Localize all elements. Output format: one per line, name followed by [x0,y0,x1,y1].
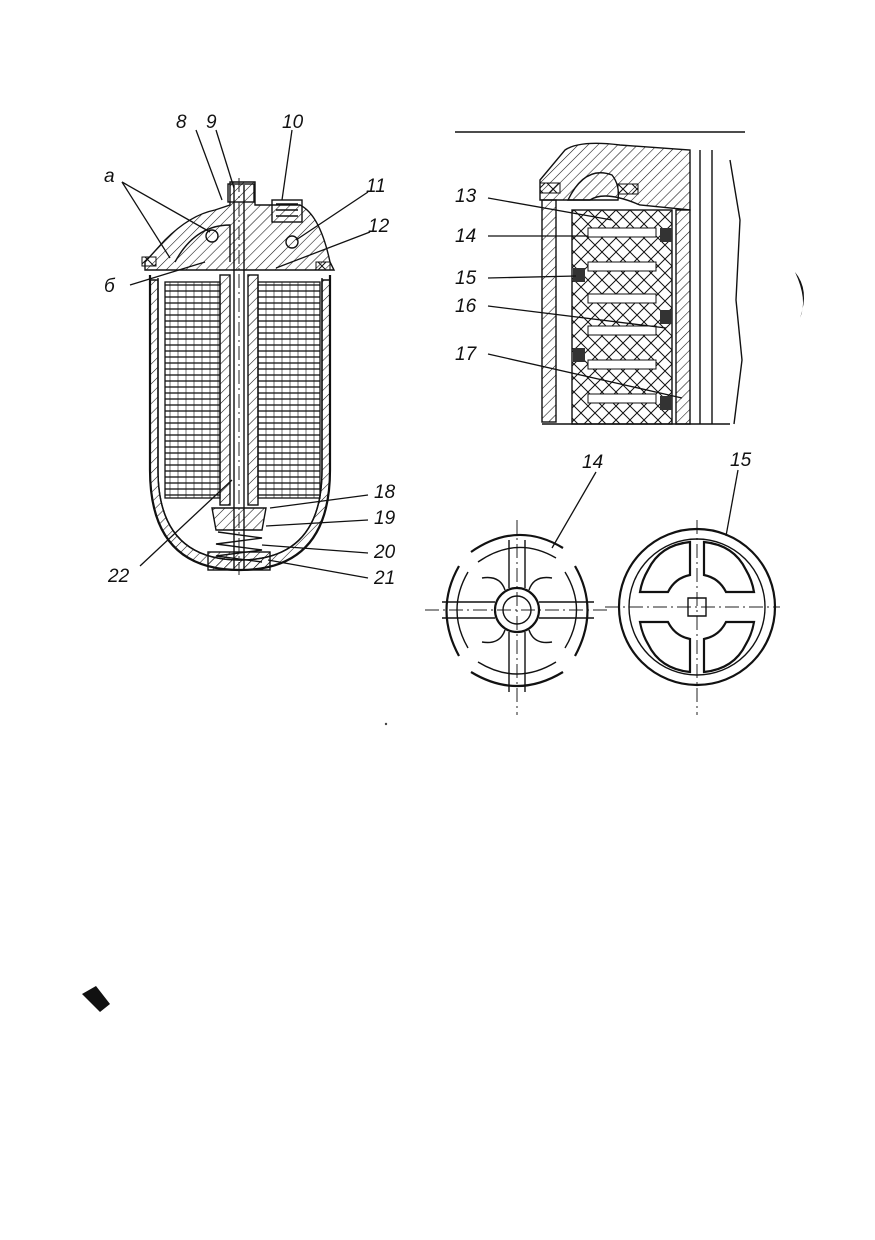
label-8: 8 [176,112,187,133]
label-a: а [104,166,115,187]
plate-14-drawing [425,520,608,715]
label-b: б [104,276,116,297]
detail-housing-wall [541,199,557,423]
labels-left: а б 8 9 10 11 12 18 19 20 21 22 [104,112,396,589]
plate-15-drawing [605,520,780,715]
label-22: 22 [107,566,130,587]
filter-assembly-section [141,178,336,575]
seal-right [315,261,331,271]
seal-b [141,256,157,267]
stray-dot [384,722,388,726]
detail-plate-stack [571,209,673,425]
filter-element-left [164,281,221,499]
filter-element-right [257,281,321,499]
enlarged-detail-section [455,131,804,425]
label-16: 16 [455,296,477,317]
label-20: 20 [373,542,396,563]
label-21: 21 [373,568,395,589]
detail-spacers [573,228,672,410]
stray-mark [82,986,110,1012]
label-12: 12 [368,216,390,237]
label-plate-15: 15 [730,450,752,471]
channel-hole-11 [285,235,299,249]
detail-gaps [587,227,657,404]
channel-a-hole [205,229,219,243]
label-13: 13 [455,186,477,207]
detail-center-tube [675,209,691,425]
center-tube-right [247,274,259,506]
center-tube-left [219,274,231,506]
bottom-bushing [211,507,267,531]
plug-10 [271,199,303,223]
label-15: 15 [455,268,477,289]
edge-mark [795,272,804,318]
label-11: 11 [366,176,386,197]
label-10: 10 [282,112,304,133]
bolt-head-9 [227,183,255,203]
bottom-nut [207,551,271,571]
label-9: 9 [206,112,217,133]
leader-lines-left [121,129,371,579]
label-18: 18 [374,482,396,503]
label-14: 14 [455,226,476,247]
labels-detail: 13 14 15 16 17 [455,186,478,365]
leader-lines-detail [487,197,683,399]
housing-wall-hatch [149,279,331,571]
label-19: 19 [374,508,396,529]
label-17: 17 [455,344,478,365]
label-plate-14: 14 [582,452,603,473]
